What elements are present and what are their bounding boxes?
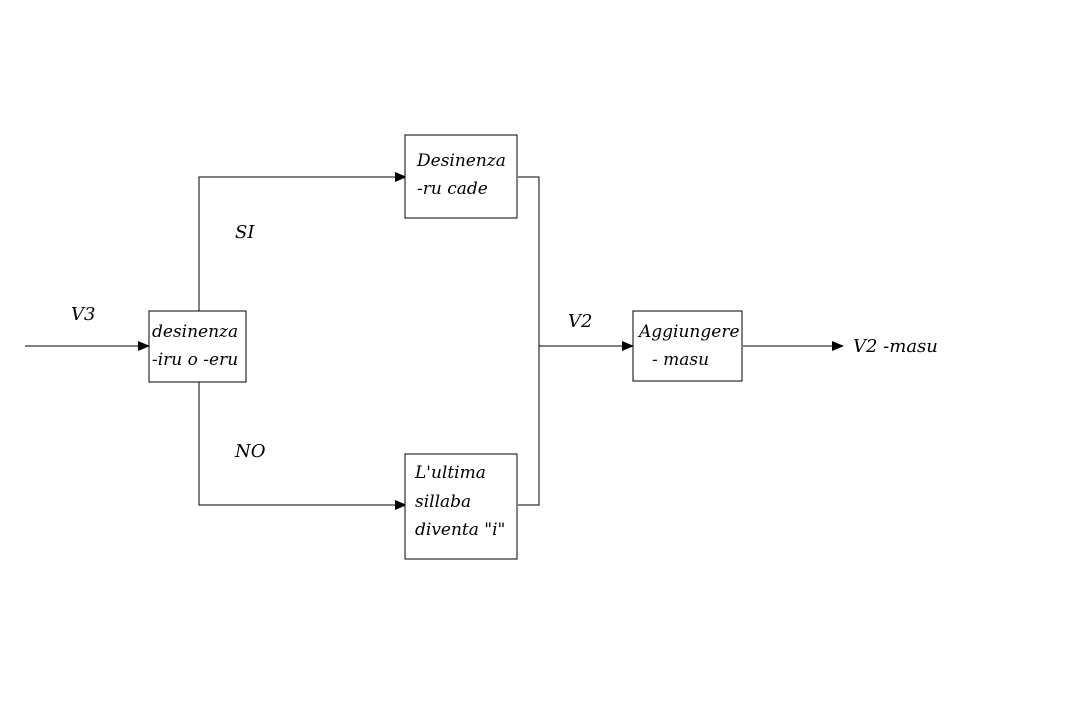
add-masu-node-line2: - masu <box>652 350 709 370</box>
decision-node: desinenza -iru o -eru <box>148 310 247 383</box>
add-masu-node: Aggiungere - masu <box>632 310 743 382</box>
last-syllable-node-line2: sillaba <box>415 492 471 512</box>
yes-branch-connector <box>198 172 407 311</box>
merge-label: V2 <box>568 311 592 332</box>
last-syllable-node-line1: L'ultima <box>414 463 486 483</box>
no-branch-connector <box>198 382 407 510</box>
merge-connector-top <box>518 176 540 506</box>
yes-label: SI <box>235 222 255 243</box>
decision-node-line1: desinenza <box>152 322 238 342</box>
last-syllable-node-line3: diventa "i" <box>415 520 505 540</box>
drop-ru-node-line2: -ru cade <box>417 179 488 199</box>
input-label: V3 <box>71 304 95 325</box>
output-label: V2 -masu <box>853 336 938 357</box>
drop-ru-node-line1: Desinenza <box>416 151 506 171</box>
drop-ru-node: Desinenza -ru cade <box>404 134 518 219</box>
no-label: NO <box>234 441 266 462</box>
last-syllable-node: L'ultima sillaba diventa "i" <box>404 453 518 560</box>
add-masu-node-line1: Aggiungere <box>637 322 740 342</box>
decision-node-line2: -iru o -eru <box>152 350 238 370</box>
